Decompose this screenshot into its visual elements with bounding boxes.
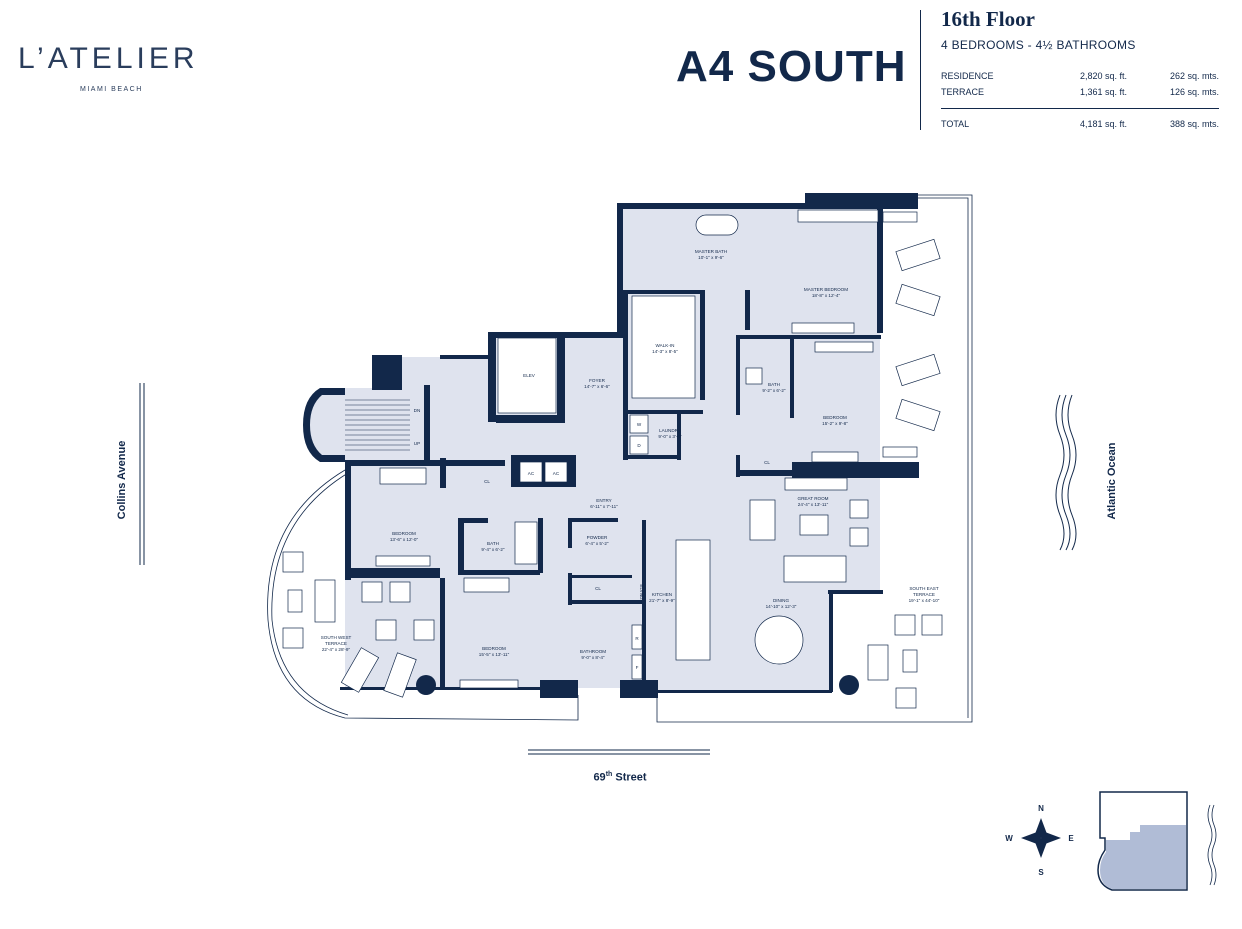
unit-title: A4 SOUTH: [676, 42, 907, 91]
room-dims: 9'-2" x 6'-2": [762, 388, 786, 393]
brand-location: MIAMI BEACH: [80, 86, 143, 93]
stair-down-label: DN: [414, 408, 421, 413]
room-name: MASTER BATH: [695, 249, 727, 254]
room-name: BATH: [768, 382, 780, 387]
header-divider: [920, 10, 921, 130]
area-sqm: 388 sq. mts.: [1169, 119, 1219, 129]
room-dims: 15'-2" x 9'-8": [822, 421, 848, 426]
area-sqft: 2,820 sq. ft.: [1080, 71, 1128, 81]
ac-label: AC: [553, 471, 560, 476]
stair: [345, 399, 410, 451]
key-plan: [1097, 791, 1217, 891]
room-name: TERRACE: [325, 641, 347, 646]
room-dims: 10'-1" x 9'-6": [698, 255, 724, 260]
washer-label: W: [637, 422, 642, 427]
area-label: TERRACE: [941, 87, 985, 97]
room-name: GREAT ROOM: [798, 496, 829, 501]
compass-icon: [1021, 818, 1061, 858]
column: [416, 675, 436, 695]
area-divider: [941, 108, 1219, 109]
room-dims: 15'-5" x 13'-11": [479, 652, 510, 657]
room-dims: 13'-6" x 12'-0": [390, 537, 419, 542]
brand-logo: L’ATELIER: [18, 42, 199, 75]
compass-east: E: [1068, 834, 1074, 843]
area-sqft: 4,181 sq. ft.: [1080, 119, 1128, 129]
room-dims: 14'-7" x 6'-6": [584, 384, 610, 389]
room-dims: 9'-0" x 3'-6": [658, 434, 682, 439]
area-label: RESIDENCE: [941, 71, 994, 81]
area-label: TOTAL: [941, 119, 970, 129]
room-dims: 6'-4" x 5'-2": [585, 541, 609, 546]
room-name: KITCHEN: [652, 592, 672, 597]
column: [839, 675, 859, 695]
room-name: ELEV: [523, 373, 536, 378]
closet-label: CL: [764, 460, 770, 465]
street-lines: [139, 383, 710, 755]
freezer-label: F: [636, 665, 639, 670]
room-dims: 9'-4" x 6'-2": [481, 547, 505, 552]
compass-west: W: [1005, 834, 1013, 843]
room-dims: 21'-7" x 8'-9": [649, 598, 675, 603]
room-name: MASTER BEDROOM: [804, 287, 848, 292]
area-sqm: 262 sq. mts.: [1169, 71, 1219, 81]
room-name: ENTRY: [596, 498, 612, 503]
residence-floor: [305, 205, 880, 693]
ac-label: AC: [528, 471, 535, 476]
area-sqft: 1,361 sq. ft.: [1080, 87, 1128, 97]
walls: [303, 193, 919, 698]
room-name: FOYER: [589, 378, 606, 383]
compass-north: N: [1038, 804, 1044, 813]
room-name: DINING: [773, 598, 790, 603]
ocean-waves: [1055, 394, 1077, 551]
room-dims: 18'-8" x 12'-4": [812, 293, 841, 298]
room-name: BEDROOM: [392, 531, 416, 536]
room-name: BATH: [487, 541, 499, 546]
compass-letters: N S E W: [1005, 804, 1074, 877]
area-sqm: 126 sq. mts.: [1169, 87, 1219, 97]
street-name: Street: [612, 771, 647, 784]
compass-south: S: [1038, 868, 1044, 877]
room-dims: 6'-11" x 7'-11": [590, 504, 618, 509]
fixtures: [282, 209, 943, 709]
room-name: BEDROOM: [823, 415, 847, 420]
closet-label: CL: [595, 586, 601, 591]
street-label-south: 69th Street: [560, 771, 680, 784]
elevation-label: ELVNG: [639, 584, 644, 600]
room-name: WALK-IN: [656, 343, 675, 348]
beds-baths-label: 4 BEDROOMS - 4½ BATHROOMS: [941, 38, 1136, 52]
room-dims: 19'-1" x 44'-10": [909, 598, 940, 603]
room-name: POWDER: [587, 535, 608, 540]
fixture-labels: DN UP AC AC CL CL CL W D R F ELVNG: [414, 408, 771, 670]
area-row-residence: RESIDENCE 2,820 sq. ft. 262 sq. mts.: [941, 71, 1219, 83]
room-name: TERRACE: [913, 592, 935, 597]
room-name: SOUTH WEST: [321, 635, 352, 640]
room-name: BATHROOM: [580, 649, 606, 654]
stair-up-label: UP: [414, 441, 420, 446]
room-dims: 14'-3" x 8'-5": [652, 349, 678, 354]
room-name: LAUNDRY: [659, 428, 681, 433]
area-row-total: TOTAL 4,181 sq. ft. 388 sq. mts.: [941, 119, 1219, 131]
room-name: SOUTH EAST: [909, 586, 939, 591]
room-name: BEDROOM: [482, 646, 506, 651]
room-labels: MASTER BATH 10'-1" x 9'-6" MASTER BEDROO…: [321, 249, 940, 660]
area-row-terrace: TERRACE 1,361 sq. ft. 126 sq. mts.: [941, 87, 1219, 99]
room-dims: 24'-4" x 13'-11": [798, 502, 829, 507]
dryer-label: D: [637, 443, 641, 448]
room-dims: 14'-10" x 12'-3": [766, 604, 797, 609]
street-ordinal: th: [605, 771, 613, 778]
room-dims: 22'-4" x 28'-9": [322, 647, 351, 652]
street-number: 69: [593, 771, 606, 784]
closet-label: CL: [484, 479, 490, 484]
floor-label: 16th Floor: [941, 7, 1035, 31]
room-dims: 9'-0" x 8'-4": [581, 655, 605, 660]
fridge-label: R: [635, 636, 639, 641]
